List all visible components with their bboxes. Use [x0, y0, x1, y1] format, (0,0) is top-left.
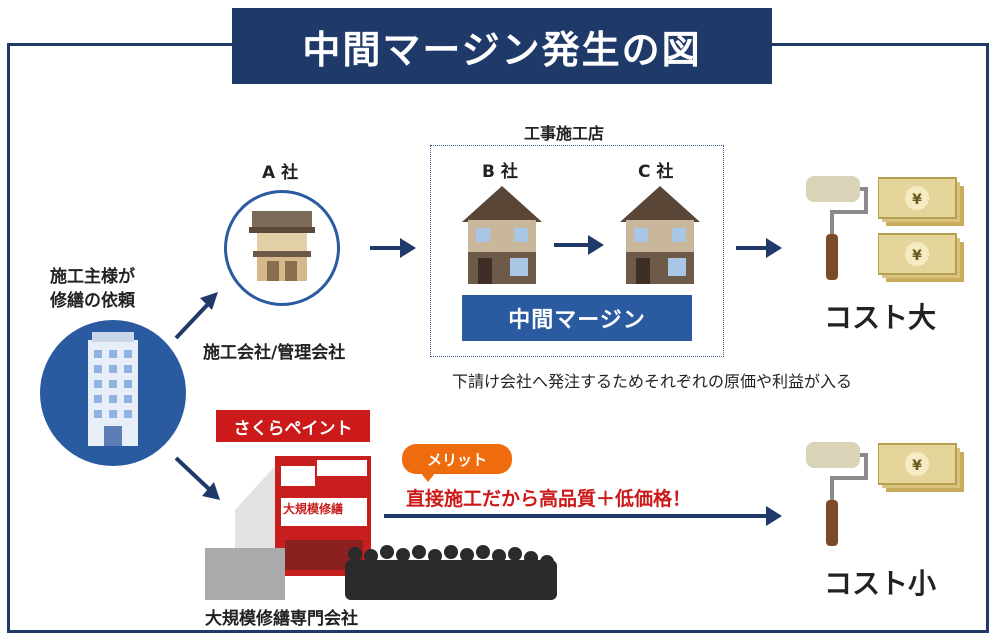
high-cost-label: コスト大 [824, 301, 937, 334]
arrow-a-to-b [370, 246, 402, 250]
paint-roller-icon [806, 442, 868, 546]
building-sign: 大規模修繕 [283, 502, 344, 516]
sakura-building-photo [205, 456, 557, 600]
office-building-icon [88, 332, 138, 446]
yen-bill-icon: ¥ [878, 443, 964, 492]
company-a-circle [224, 190, 340, 306]
arrow-to-high-cost-head [766, 238, 782, 258]
arrow-b-to-c-head [588, 235, 604, 255]
contractor-note: 下請け会社へ発注するためそれぞれの原価や利益が入る [452, 372, 853, 391]
contractor-group-label: 工事施工店 [524, 124, 605, 143]
arrow-to-high-cost [736, 246, 768, 250]
house-icon [462, 186, 542, 284]
merit-badge: メリット [402, 444, 512, 474]
arrow-to-low-cost [384, 514, 770, 518]
merit-badge-tail [420, 472, 436, 482]
company-a-caption: 施工会社/管理会社 [203, 343, 346, 363]
client-circle [40, 320, 186, 466]
arrow-a-to-b-head [400, 238, 416, 258]
contractor-group-box [430, 145, 724, 357]
paint-roller-icon [806, 176, 868, 280]
house-icon [620, 186, 700, 284]
arrow-to-low-cost-head [766, 506, 782, 526]
merit-text: 直接施工だから高品質＋低価格！ [406, 488, 692, 510]
client-label-line2: 修繕の依頼 [50, 291, 135, 311]
arrow-b-to-c [554, 243, 590, 247]
japanese-shop-icon [249, 211, 315, 281]
svg-text:¥: ¥ [912, 458, 922, 474]
client-label-line1: 施工主様が [50, 267, 135, 287]
page-title: 中間マージン発生の図 [232, 8, 772, 84]
margin-bar: 中間マージン [462, 295, 692, 341]
yen-bill-icon: ¥ [878, 233, 964, 282]
svg-text:¥: ¥ [912, 192, 922, 208]
sakura-caption: 大規模修繕専門会社 [205, 609, 358, 629]
svg-text:¥: ¥ [912, 248, 922, 264]
company-c-label: C 社 [638, 162, 674, 182]
sakura-tag: さくらペイント [216, 410, 370, 442]
branch-arrows [174, 292, 220, 500]
company-b-label: B 社 [482, 162, 518, 182]
low-cost-label: コスト小 [824, 567, 937, 600]
yen-bill-icon: ¥ [878, 177, 964, 226]
company-a-header: A 社 [262, 163, 299, 183]
